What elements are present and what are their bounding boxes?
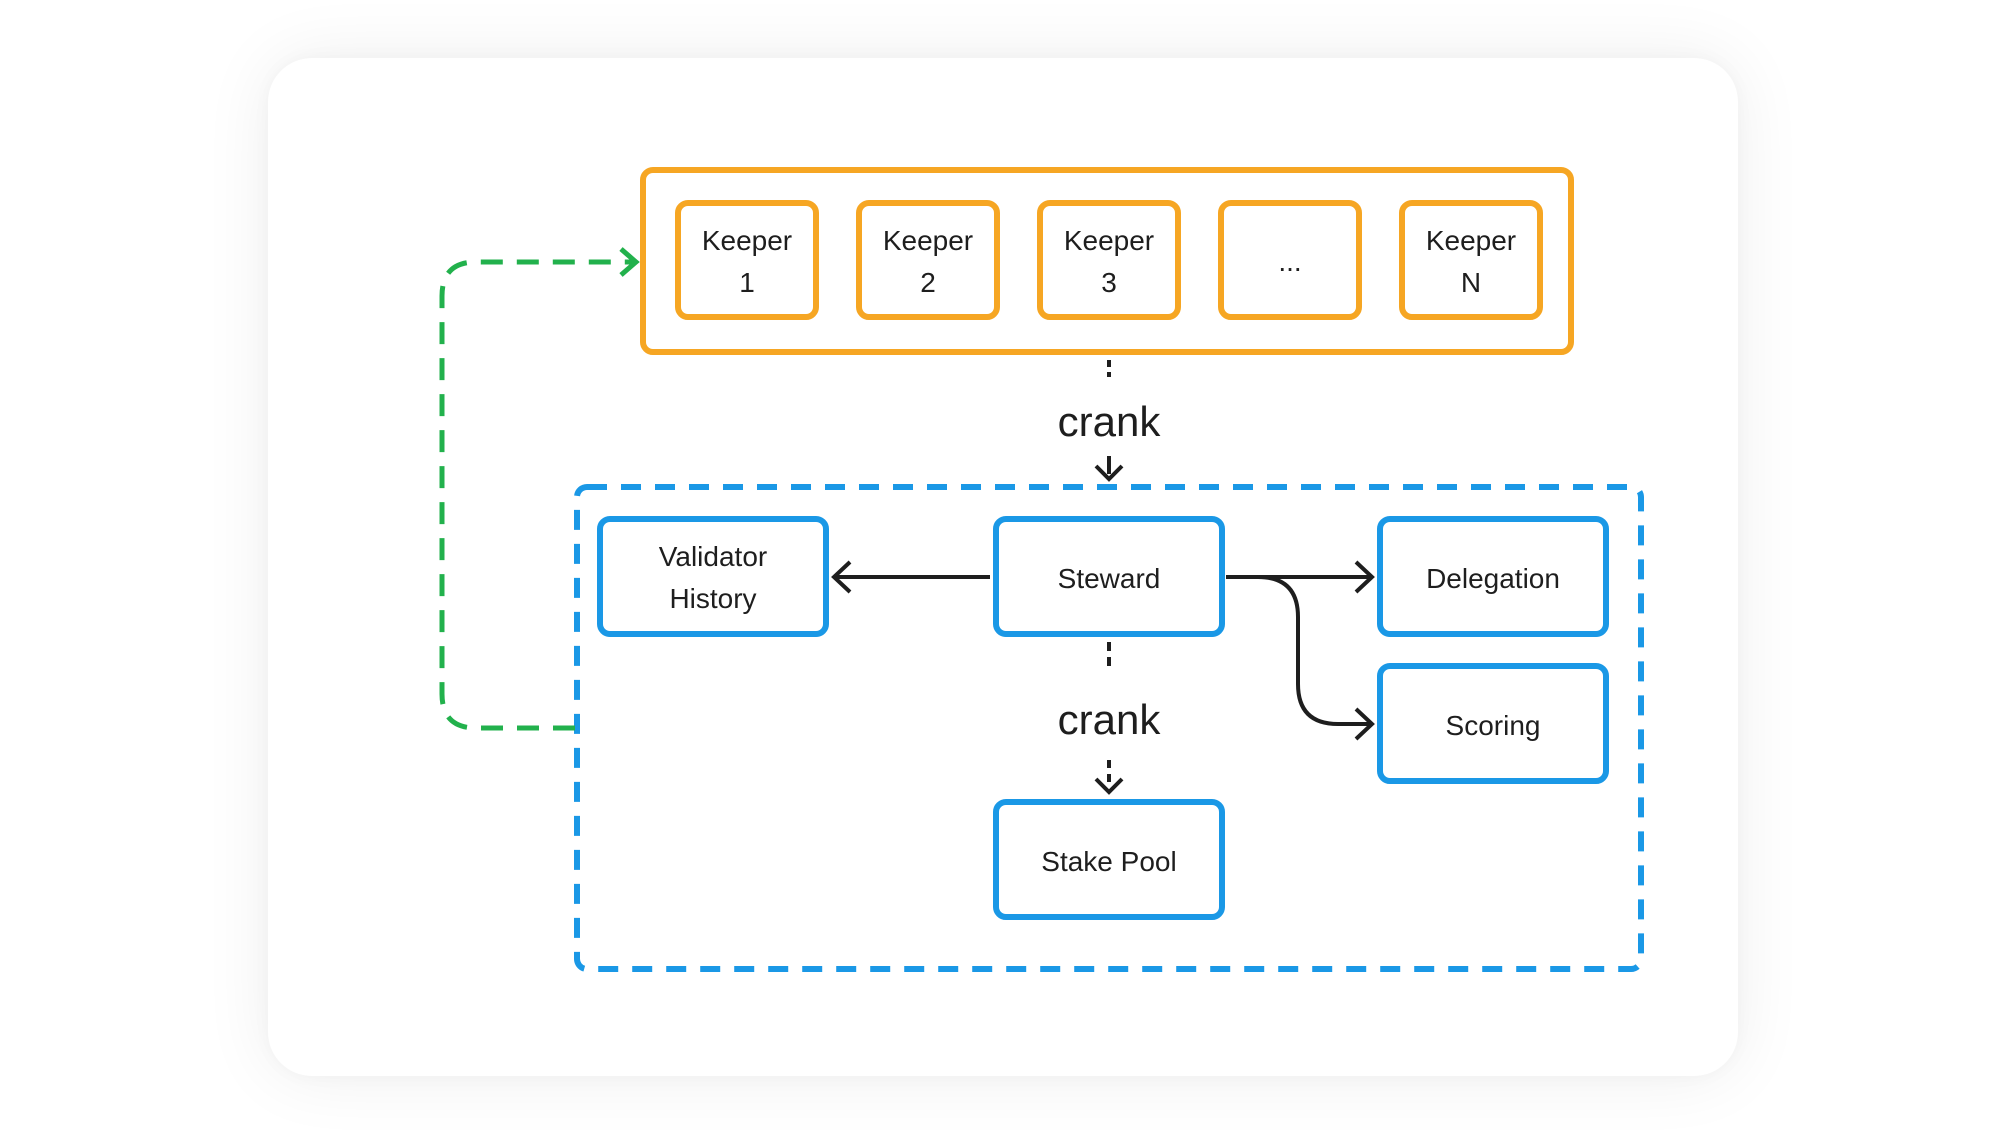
keeper-2-number: 2 xyxy=(920,267,936,298)
validator-history-line1: Validator xyxy=(659,541,767,572)
steward-label: Steward xyxy=(1058,563,1161,594)
program-group xyxy=(574,484,1644,972)
keeper-3-number: 3 xyxy=(1101,267,1117,298)
keeper-2-label: Keeper xyxy=(883,225,973,256)
feedback-arrowhead xyxy=(619,247,640,277)
keeper-node-2: Keeper 2 xyxy=(856,200,1000,320)
keeper-node-n: Keeper N xyxy=(1399,200,1543,320)
crank-top-arrowhead xyxy=(1094,464,1124,482)
delegation-arrowhead xyxy=(1354,560,1375,594)
delegation-label: Delegation xyxy=(1426,563,1560,594)
steward-node: Steward xyxy=(993,516,1225,637)
steward-to-scoring-arrow xyxy=(1257,575,1370,726)
keeper-node-3: Keeper 3 xyxy=(1037,200,1181,320)
scoring-arrowhead xyxy=(1354,707,1375,741)
delegation-node: Delegation xyxy=(1377,516,1609,637)
scoring-node: Scoring xyxy=(1377,663,1609,784)
keeper-n-label: Keeper xyxy=(1426,225,1516,256)
keeper-ellipsis-label: ... xyxy=(1278,246,1301,277)
keeper-n-number: N xyxy=(1461,267,1481,298)
keeper-1-number: 1 xyxy=(739,267,755,298)
crank-bottom-arrowhead xyxy=(1094,777,1124,795)
stake-pool-label: Stake Pool xyxy=(1041,846,1176,877)
feedback-loop-arrow xyxy=(439,259,634,731)
stake-pool-node: Stake Pool xyxy=(993,799,1225,920)
validator-history-arrowhead xyxy=(831,560,852,594)
crank-bottom-label: crank xyxy=(1058,696,1162,743)
keeper-3-label: Keeper xyxy=(1064,225,1154,256)
validator-history-node: Validator History xyxy=(597,516,829,637)
keepers-group xyxy=(640,167,1574,355)
keeper-1-label: Keeper xyxy=(702,225,792,256)
keeper-node-1: Keeper 1 xyxy=(675,200,819,320)
keeper-node-ellipsis: ... xyxy=(1218,200,1362,320)
scoring-label: Scoring xyxy=(1446,710,1541,741)
validator-history-line2: History xyxy=(669,583,756,614)
crank-top-label: crank xyxy=(1058,398,1162,445)
